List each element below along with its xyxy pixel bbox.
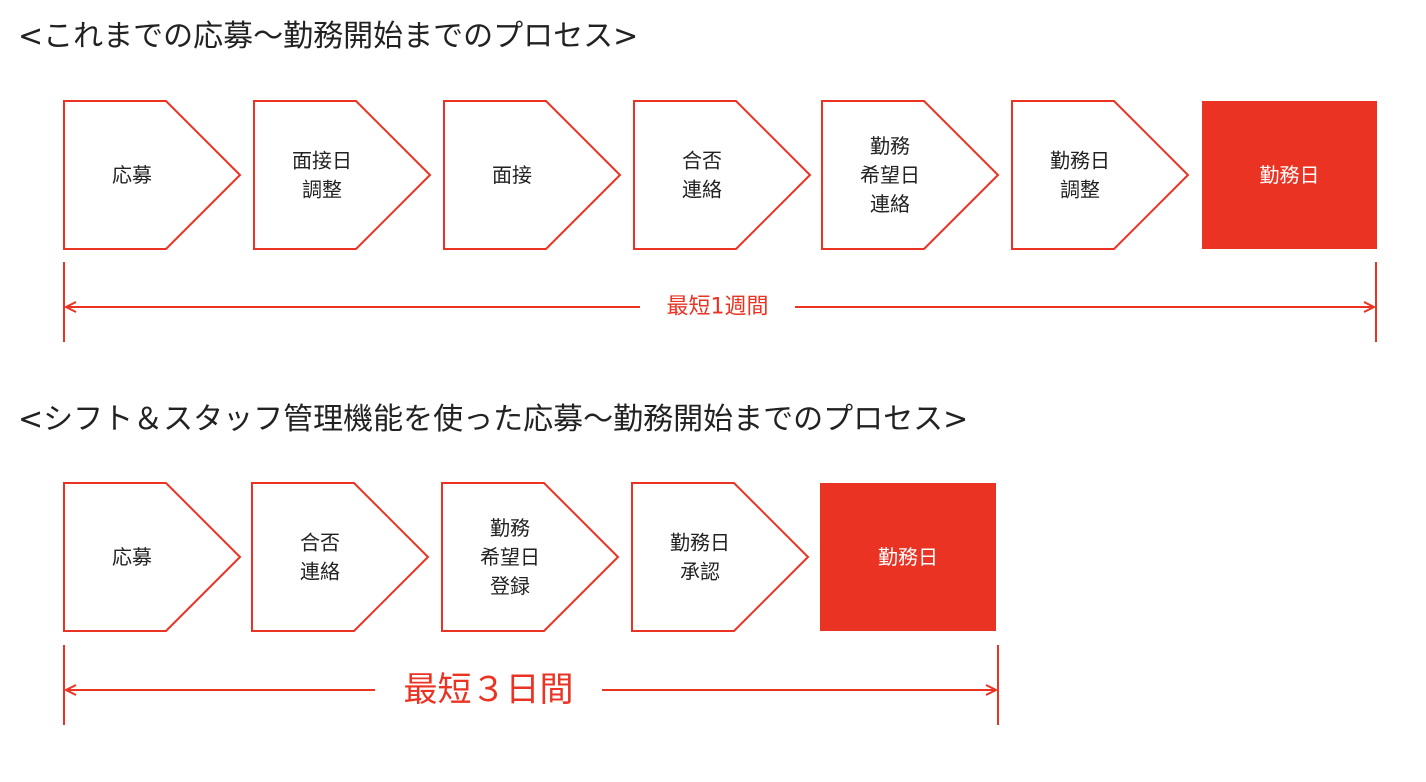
process-step: 面接 [443,100,622,250]
duration-label: 最短1週間 [667,295,769,320]
step-label: 希望日 [860,163,920,187]
step-label: 面接日 [292,149,352,173]
section-1-duration-span: 最短1週間 [63,262,1377,342]
step-label: 登録 [490,574,530,598]
chevron-step-shape [441,482,620,632]
step-label: 合否 [682,149,722,173]
step-label: 勤務日 [1050,149,1110,173]
chevron-step-shape [633,100,812,250]
step-label: 連絡 [870,192,910,216]
section-2-heading: <シフト＆スタッフ管理機能を使った応募〜勤務開始までのプロセス> [18,402,969,437]
step-label: 応募 [112,163,152,187]
process-step: 勤務日 [820,483,996,631]
chevron-step-shape [443,100,622,250]
chevron-step-shape [251,482,430,632]
step-label: 勤務日 [878,545,938,569]
step-label: 面接 [492,163,532,187]
section-2-duration-span: 最短３日間 [63,645,999,725]
section-1-heading: <これまでの応募〜勤務開始までのプロセス> [18,19,639,54]
chevron-step-shape [253,100,432,250]
step-label: 調整 [302,178,342,202]
step-label: 勤務 [870,134,910,158]
step-label: 勤務日 [670,531,730,555]
final-step-box [820,483,996,631]
chevron-step-shape [63,100,242,250]
final-step-box [1202,101,1377,249]
chevron-step-shape [821,100,1000,250]
duration-label: 最短３日間 [404,670,574,710]
step-label: 合否 [300,531,340,555]
step-label: 承認 [680,560,720,584]
process-step: 勤務日 [1202,101,1377,249]
step-label: 連絡 [300,560,340,584]
step-label: 希望日 [480,545,540,569]
chevron-step-shape [1011,100,1190,250]
step-label: 応募 [112,545,152,569]
chevron-step-shape [63,482,242,632]
step-label: 勤務 [490,516,530,540]
process-step: 応募 [63,482,242,632]
step-label: 連絡 [682,178,722,202]
step-label: 勤務日 [1260,163,1320,187]
step-label: 調整 [1060,178,1100,202]
chevron-step-shape [631,482,810,632]
process-step: 応募 [63,100,242,250]
